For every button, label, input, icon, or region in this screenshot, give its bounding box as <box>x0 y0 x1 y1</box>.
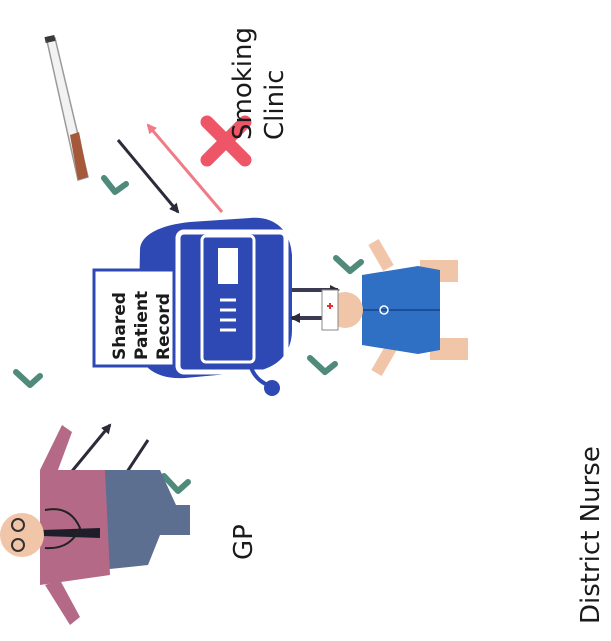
cigarette-icon <box>44 35 88 180</box>
smoking-clinic-label-line2: Clinic <box>260 69 290 140</box>
check-icon <box>310 358 335 372</box>
record-label-line2: Patient <box>132 291 152 360</box>
gp-figure-icon <box>0 425 190 625</box>
check-icon <box>104 178 126 192</box>
gp-label: GP <box>229 524 259 560</box>
record-label-line1: Shared <box>110 292 130 360</box>
check-icon <box>16 372 40 385</box>
nurse-figure-icon <box>322 239 468 376</box>
record-label-line3: Record <box>154 293 174 360</box>
smoking-clinic-label-line1: Smoking <box>228 27 258 140</box>
district-nurse-label: District Nurse <box>576 446 606 624</box>
arrow-computer-to-clinic-blocked <box>148 125 222 212</box>
check-icon <box>336 258 361 271</box>
